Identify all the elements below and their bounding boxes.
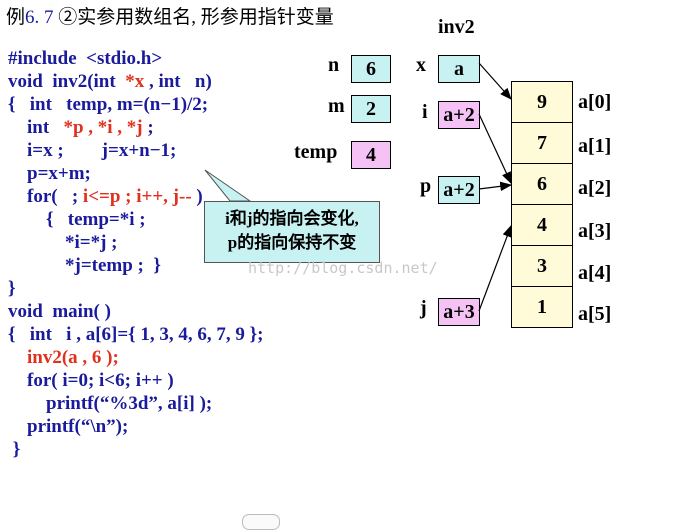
code-line: { int temp, m=(n−1)/2; bbox=[8, 94, 209, 115]
arrow-i bbox=[478, 113, 512, 185]
title-text: ②实参用数组名, 形参用指针变量 bbox=[58, 7, 334, 28]
scroll-indicator[interactable] bbox=[242, 514, 280, 530]
var-n-label: n bbox=[328, 54, 340, 76]
var-n-box: 6 bbox=[351, 55, 391, 83]
var-x-box: a bbox=[438, 55, 480, 83]
code-line: void inv2(int *x , int n) bbox=[8, 71, 212, 92]
var-j-label: j bbox=[420, 297, 427, 319]
var-temp-box: 4 bbox=[351, 141, 391, 169]
var-j-box: a+3 bbox=[438, 298, 480, 326]
var-x-label: x bbox=[416, 54, 426, 76]
array-cell: 3 bbox=[512, 246, 572, 287]
array-label: a[0] bbox=[578, 91, 612, 113]
code-line: i=x ; j=x+n−1; bbox=[8, 140, 177, 161]
array-label: a[5] bbox=[578, 303, 612, 325]
arrow-j bbox=[478, 224, 512, 312]
var-i-label: i bbox=[422, 101, 428, 123]
array-label: a[3] bbox=[578, 220, 612, 242]
var-m-box: 2 bbox=[351, 95, 391, 123]
array-a: 9 7 6 4 3 1 bbox=[511, 81, 573, 328]
code-line: inv2(a , 6 ); bbox=[27, 347, 119, 368]
code-line: } bbox=[8, 439, 21, 460]
arrow-x bbox=[478, 62, 512, 100]
code-line: for( i=0; i<6; i++ ) bbox=[8, 370, 174, 391]
code-line: *j=temp ; } bbox=[8, 255, 161, 276]
code-line: printf(“%3d”, a[i] ); bbox=[8, 393, 213, 414]
code-line: printf(“\n”); bbox=[8, 416, 129, 437]
array-cell: 4 bbox=[512, 205, 572, 246]
callout-line-2: p的指向保持不变 bbox=[227, 233, 357, 252]
code-line: void main( ) bbox=[8, 301, 111, 322]
var-p-box: a+2 bbox=[438, 176, 480, 204]
code-line: { int i , a[6]={ 1, 3, 4, 6, 7, 9 }; bbox=[8, 324, 264, 345]
title-number: 6. 7 bbox=[25, 7, 54, 28]
array-cell: 9 bbox=[512, 82, 572, 123]
array-cell: 7 bbox=[512, 123, 572, 164]
array-label: a[4] bbox=[578, 262, 612, 284]
array-label: a[1] bbox=[578, 135, 612, 157]
code-line: } bbox=[8, 278, 16, 299]
code-line: #include <stdio.h> bbox=[8, 48, 163, 69]
arrow-p bbox=[478, 181, 513, 192]
inv2-label: inv2 bbox=[438, 16, 475, 38]
callout-note: i和j的指向会变化, p的指向保持不变 bbox=[204, 201, 380, 263]
code-line: int *p , *i , *j ; bbox=[8, 117, 154, 138]
array-label: a[2] bbox=[578, 177, 612, 199]
var-i-box: a+2 bbox=[438, 101, 480, 129]
watermark: http://blog.csdn.net/ bbox=[248, 259, 438, 277]
code-line: { temp=*i ; bbox=[8, 209, 146, 230]
title-prefix: 例 bbox=[6, 7, 26, 28]
code-line: *i=*j ; bbox=[8, 232, 118, 253]
code-line: p=x+m; bbox=[8, 163, 91, 184]
var-p-label: p bbox=[420, 175, 432, 197]
callout-line-1: i和j的指向会变化, bbox=[225, 209, 359, 228]
slide-title: 例6. 7 ②实参用数组名, 形参用指针变量 bbox=[6, 2, 334, 29]
var-temp-label: temp bbox=[294, 141, 338, 163]
code-block: #include <stdio.h>void inv2(int *x , int… bbox=[8, 24, 263, 484]
array-cell: 6 bbox=[512, 164, 572, 205]
array-cell: 1 bbox=[537, 296, 547, 318]
var-m-label: m bbox=[328, 95, 345, 117]
code-line: for( ; i<=p ; i++, j-- ) bbox=[8, 186, 203, 207]
